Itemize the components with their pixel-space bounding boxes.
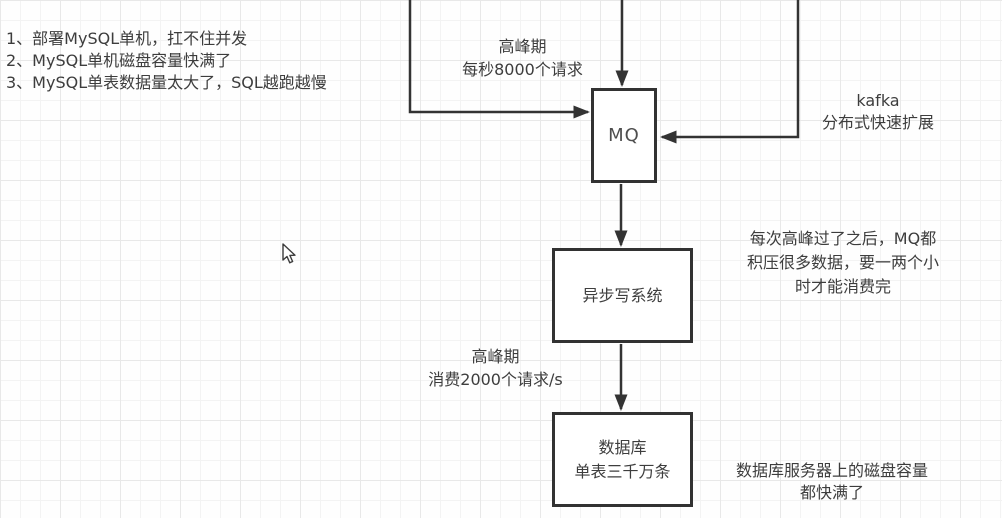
mysql-problem-list: 1、部署MySQL单机，扛不住并发 2、MySQL单机磁盘容量快满了 3、MyS… bbox=[6, 28, 327, 94]
edge-incoming-right-arrow bbox=[660, 0, 800, 144]
mq-backlog-note: 每次高峰过了之后，MQ都 积压很多数据，要一两个小 时才能消费完 bbox=[722, 227, 964, 299]
node-mq[interactable]: MQ bbox=[591, 88, 657, 183]
node-database[interactable]: 数据库 单表三千万条 bbox=[552, 412, 693, 507]
peak-consume-label: 高峰期 消费2000个请求/s bbox=[403, 345, 588, 391]
problem-list-line-1: 1、部署MySQL单机，扛不住并发 bbox=[6, 29, 248, 48]
node-async-write-system[interactable]: 异步写系统 bbox=[552, 248, 693, 343]
mq-backlog-line-2: 积压很多数据，要一两个小 bbox=[746, 253, 939, 272]
peak-incoming-line-2: 每秒8000个请求 bbox=[462, 60, 583, 79]
db-disk-note: 数据库服务器上的磁盘容量 都快满了 bbox=[712, 460, 952, 504]
mq-backlog-line-1: 每次高峰过了之后，MQ都 bbox=[749, 229, 937, 248]
node-mq-label: MQ bbox=[608, 124, 640, 146]
peak-incoming-label: 高峰期 每秒8000个请求 bbox=[430, 35, 615, 81]
node-database-label-line-1: 数据库 bbox=[598, 437, 647, 457]
mouse-cursor-icon bbox=[282, 243, 296, 264]
peak-incoming-line-1: 高峰期 bbox=[498, 37, 547, 56]
problem-list-line-3: 3、MySQL单表数据量太大了，SQL越跑越慢 bbox=[6, 73, 327, 92]
mq-backlog-line-3: 时才能消费完 bbox=[794, 277, 891, 296]
problem-list-line-2: 2、MySQL单机磁盘容量快满了 bbox=[6, 51, 232, 70]
peak-consume-line-1: 高峰期 bbox=[471, 347, 520, 366]
db-disk-line-1: 数据库服务器上的磁盘容量 bbox=[735, 461, 928, 480]
kafka-label: kafka 分布式快速扩展 bbox=[788, 90, 968, 134]
node-async-label: 异步写系统 bbox=[582, 285, 663, 305]
db-disk-line-2: 都快满了 bbox=[799, 483, 864, 502]
node-database-label-line-2: 单表三千万条 bbox=[574, 461, 671, 481]
kafka-line-2: 分布式快速扩展 bbox=[821, 113, 934, 132]
kafka-line-1: kafka bbox=[856, 91, 900, 110]
peak-consume-line-2: 消费2000个请求/s bbox=[428, 370, 563, 389]
